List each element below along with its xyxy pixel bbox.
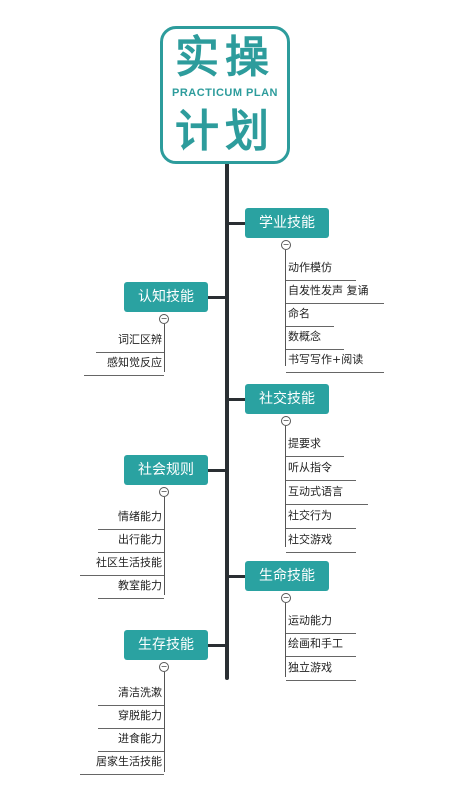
leaf-item: 情绪能力	[98, 507, 164, 530]
leaf-item: 感知觉反应	[84, 353, 164, 376]
leaf-item: 书写写作+阅读	[286, 350, 384, 373]
logo-english: PRACTICUM PLAN	[172, 87, 278, 99]
tree-line-life	[285, 603, 286, 677]
connector-social	[229, 398, 245, 401]
leaf-item: 听从指令	[286, 458, 356, 481]
tree-line-social	[285, 426, 286, 547]
leaf-item: 互动式语言	[286, 482, 368, 505]
collapse-toggle-rules[interactable]: −	[159, 487, 169, 497]
node-social-skills[interactable]: 社交技能	[245, 384, 329, 414]
leaf-item: 动作模仿	[286, 258, 356, 281]
practicum-plan-logo: 实操 PRACTICUM PLAN 计划	[160, 26, 290, 164]
tree-line-academic	[285, 250, 286, 366]
leaf-item: 社区生活技能	[80, 553, 164, 576]
connector-academic	[229, 222, 245, 225]
leaf-item: 穿脱能力	[98, 706, 164, 729]
connector-cognition	[208, 296, 225, 299]
main-trunk-line	[225, 160, 229, 680]
node-survival-skills[interactable]: 生存技能	[124, 630, 208, 660]
leaf-item: 运动能力	[286, 611, 356, 634]
leaf-item: 词汇区辨	[96, 330, 164, 353]
leaf-item: 居家生活技能	[80, 752, 164, 775]
node-cognition-skills[interactable]: 认知技能	[124, 282, 208, 312]
leaf-item: 自发性发声 复诵	[286, 281, 384, 304]
node-social-rules[interactable]: 社会规则	[124, 455, 208, 485]
leaf-item: 独立游戏	[286, 658, 356, 681]
connector-rules	[208, 469, 225, 472]
collapse-toggle-life[interactable]: −	[281, 593, 291, 603]
collapse-toggle-academic[interactable]: −	[281, 240, 291, 250]
leaf-item: 出行能力	[98, 530, 164, 553]
leaf-item: 绘画和手工	[286, 634, 356, 657]
leaf-item: 清洁洗漱	[98, 683, 164, 706]
leaf-item: 社交游戏	[286, 530, 356, 553]
leaf-item: 教室能力	[98, 576, 164, 599]
node-academic-skills[interactable]: 学业技能	[245, 208, 329, 238]
leaf-item: 命名	[286, 304, 334, 327]
leaf-item: 进食能力	[98, 729, 164, 752]
logo-line1: 实操	[175, 32, 275, 83]
logo-line2: 计划	[175, 106, 275, 157]
collapse-toggle-social[interactable]: −	[281, 416, 291, 426]
leaf-item: 提要求	[286, 434, 344, 457]
collapse-toggle-survival[interactable]: −	[159, 662, 169, 672]
node-life-skills[interactable]: 生命技能	[245, 561, 329, 591]
leaf-item: 数概念	[286, 327, 344, 350]
tree-line-survival	[164, 672, 165, 772]
tree-line-cognition	[164, 324, 165, 372]
connector-survival	[208, 644, 225, 647]
leaf-item: 社交行为	[286, 506, 356, 529]
tree-line-rules	[164, 497, 165, 595]
connector-life	[229, 575, 245, 578]
collapse-toggle-cognition[interactable]: −	[159, 314, 169, 324]
